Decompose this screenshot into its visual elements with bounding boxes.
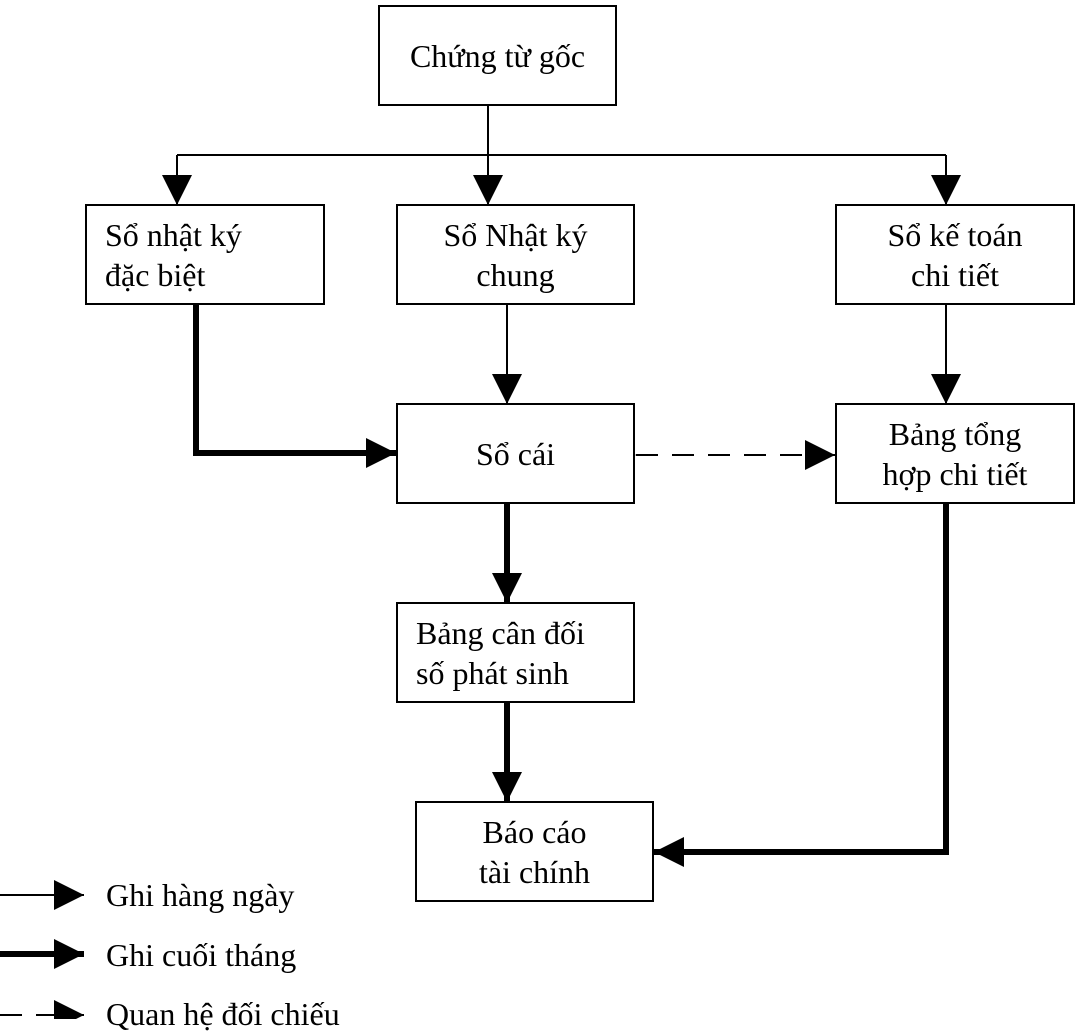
node-ke-toan-chi-tiet-line-1: Sổ kế toán xyxy=(887,216,1023,253)
node-tong-hop-chi-tiet-line-2: hợp chi tiết xyxy=(882,455,1028,492)
arrow-tong-hop-to-bao-cao xyxy=(654,503,949,867)
node-bao-cao-tai-chinh: Báo cáo tài chính xyxy=(415,801,654,902)
node-tong-hop-chi-tiet-line-1: Bảng tổng xyxy=(888,415,1022,452)
legend-daily-label: Ghi hàng ngày xyxy=(106,877,295,913)
legend-month-end-label: Ghi cuối tháng xyxy=(106,937,297,973)
node-chung-tu-goc-line-1: Chứng từ gốc xyxy=(409,37,586,74)
node-bao-cao-tai-chinh-line-1: Báo cáo xyxy=(482,813,587,850)
node-so-cai-line-1: Sổ cái xyxy=(475,435,556,472)
node-nhat-ky-chung-line-2: chung xyxy=(476,256,555,293)
node-nhat-ky-chung-line-1: Sổ Nhật ký xyxy=(443,216,588,253)
node-bao-cao-tai-chinh-line-2: tài chính xyxy=(478,853,591,890)
node-ke-toan-chi-tiet-line-2: chi tiết xyxy=(911,256,999,293)
node-nhat-ky-dac-biet-line-2: đặc biệt xyxy=(105,256,206,293)
legend-reconcile-label: Quan hệ đối chiếu xyxy=(106,996,340,1032)
node-chung-tu-goc: Chứng từ gốc xyxy=(378,5,617,106)
node-nhat-ky-chung: Sổ Nhật ký chung xyxy=(396,204,635,305)
node-nhat-ky-dac-biet-line-1: Sổ nhật ký xyxy=(105,216,242,253)
node-ke-toan-chi-tiet: Sổ kế toán chi tiết xyxy=(835,204,1075,305)
node-so-cai: Sổ cái xyxy=(396,403,635,504)
node-can-doi-phat-sinh-line-2: số phát sinh xyxy=(416,654,569,691)
node-can-doi-phat-sinh-line-1: Bảng cân đối xyxy=(416,614,585,651)
node-tong-hop-chi-tiet: Bảng tổng hợp chi tiết xyxy=(835,403,1075,504)
node-can-doi-phat-sinh: Bảng cân đối số phát sinh xyxy=(396,602,635,703)
node-nhat-ky-dac-biet: Sổ nhật ký đặc biệt xyxy=(85,204,325,305)
arrow-dac-biet-to-so-cai xyxy=(193,304,396,468)
